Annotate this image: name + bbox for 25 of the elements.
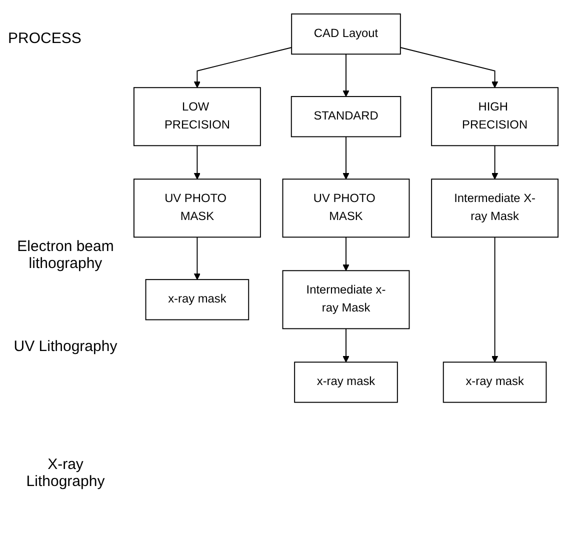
node-box: UV PHOTO MASK — [282, 178, 410, 238]
row-label: X-ray Lithography — [25, 456, 106, 490]
arrow — [492, 145, 498, 180]
arrow — [342, 136, 350, 180]
row-label: UV Lithography — [12, 338, 118, 355]
node-box: x-ray mask — [442, 362, 547, 403]
node-box: CAD Layout — [291, 13, 401, 55]
row-label: Electron beam lithography — [16, 238, 115, 272]
node-box: Intermediate X-ray Mask — [431, 178, 559, 238]
node-box: STANDARD — [290, 96, 402, 138]
node-box: HIGH PRECISION — [431, 87, 559, 146]
node-box: UV PHOTO MASK — [133, 178, 261, 238]
arrow — [194, 145, 200, 180]
arrow — [492, 236, 498, 362]
arrow — [342, 328, 350, 362]
arrow — [342, 236, 350, 271]
header-label: PROCESS — [8, 30, 82, 47]
node-box: x-ray mask — [145, 279, 250, 320]
node-box: LOW PRECISION — [133, 87, 261, 146]
node-box: x-ray mask — [294, 362, 398, 403]
arrow — [194, 47, 292, 88]
arrow — [400, 47, 498, 88]
arrow — [342, 54, 350, 97]
node-box: Intermediate x-ray Mask — [282, 270, 410, 330]
arrow — [194, 236, 200, 280]
